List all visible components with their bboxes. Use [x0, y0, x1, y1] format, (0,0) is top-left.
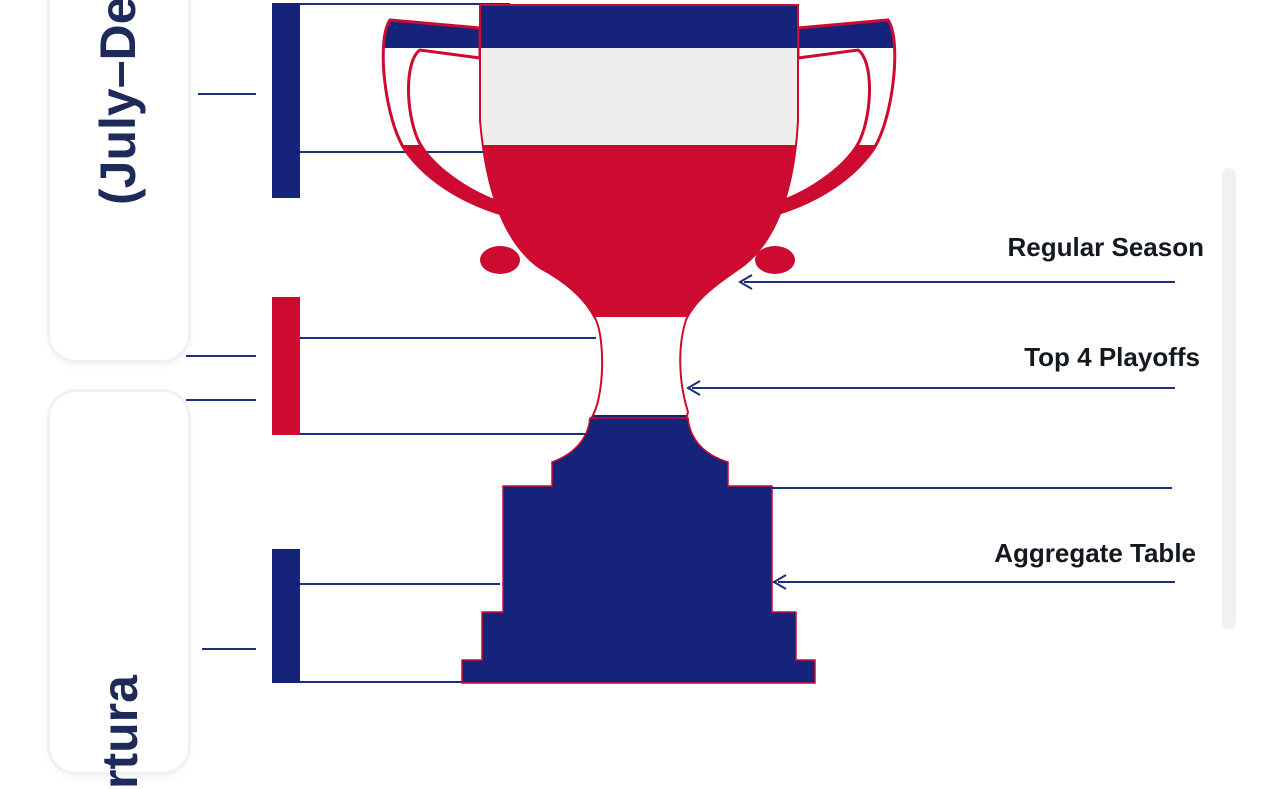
arrowhead — [772, 574, 787, 590]
bottom-period-card — [50, 392, 188, 772]
top-period-card — [50, 0, 188, 360]
arrowhead — [738, 274, 753, 290]
stage-label-top-4-playoffs: Top 4 Playoffs — [1024, 342, 1200, 372]
trophy-diagram — [186, 3, 1175, 684]
bracket-bar-top — [272, 3, 300, 198]
stage-label-regular-season: Regular Season — [1007, 232, 1204, 262]
left-bracket-group — [186, 3, 596, 683]
side-label-top: (July–De — [90, 0, 146, 205]
bracket-bar-middle — [272, 297, 300, 435]
stage-label-aggregate-table: Aggregate Table — [994, 538, 1196, 568]
right-rail — [1222, 168, 1236, 630]
trophy-icon — [381, 4, 897, 684]
bracket-bar-bottom — [272, 549, 300, 683]
arrowhead — [686, 380, 701, 396]
right-pointer-group — [686, 274, 1175, 590]
side-label-bottom: rtura — [92, 675, 148, 789]
